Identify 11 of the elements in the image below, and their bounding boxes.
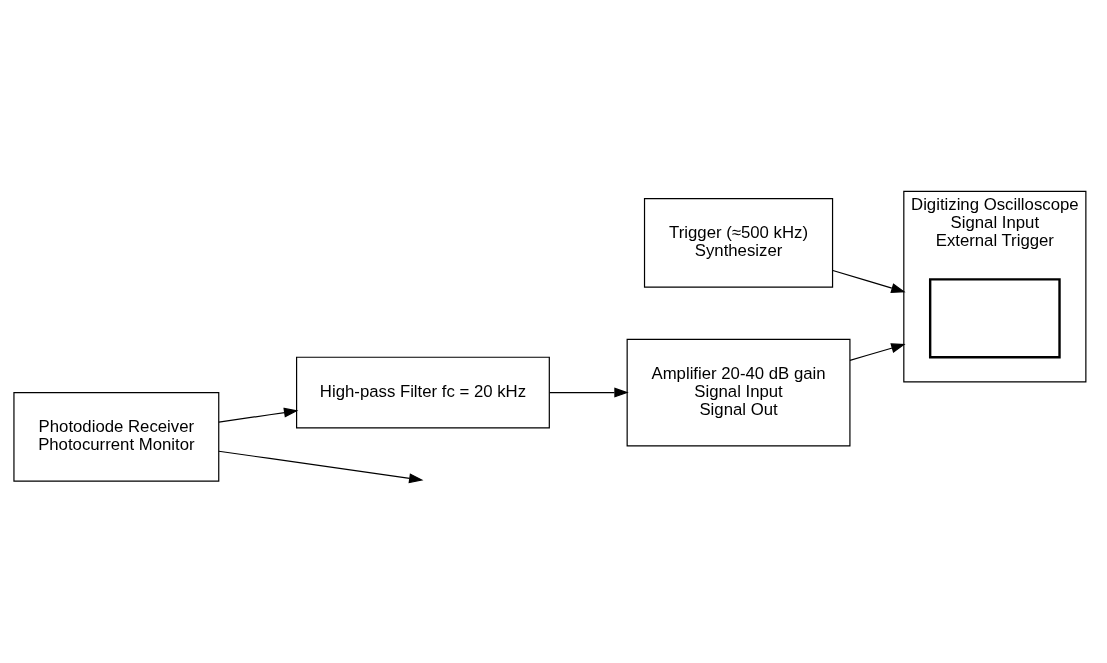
arrow bbox=[218, 450, 424, 484]
arrow bbox=[849, 343, 906, 361]
arrow bbox=[549, 387, 629, 398]
arrow bbox=[218, 407, 299, 423]
cluster: Digitizing Oscilloscope Signal Input External Trigger bbox=[903, 190, 1087, 383]
node-box: Trigger (≈500 kHz) Synthesizer bbox=[643, 197, 834, 288]
node-box: Photodiode Receiver Photocurrent Monitor bbox=[13, 391, 220, 482]
node-box: Amplifier 20-40 dB gain Signal Input Signal Out bbox=[626, 338, 851, 447]
arrow bbox=[832, 269, 906, 293]
node-box: High-pass Filter fc = 20 kHz bbox=[296, 356, 550, 429]
node-box bbox=[928, 278, 1061, 359]
